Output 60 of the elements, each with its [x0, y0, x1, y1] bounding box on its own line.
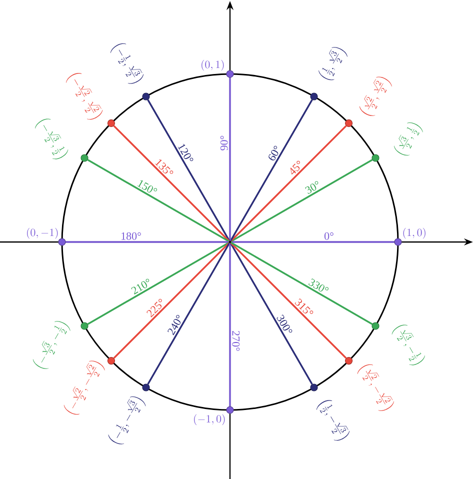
angle-label: 45° — [290, 160, 300, 175]
point-marker — [372, 154, 380, 162]
point-marker — [345, 119, 353, 127]
angle-label: 60° — [268, 146, 278, 160]
point-marker — [58, 238, 66, 246]
point-marker — [107, 357, 115, 365]
point-marker — [372, 322, 380, 330]
angle-label: 300° — [276, 314, 292, 333]
point-marker — [394, 238, 402, 246]
coordinate-label: $(-1,0)$ — [194, 414, 225, 426]
angle-label: 135° — [154, 159, 174, 174]
point-marker — [107, 119, 115, 127]
coordinate-label: $\left(-\frac{\sqrt{3}}{2},\frac{1}{2}\right)$ — [35, 118, 68, 160]
radius-line — [230, 242, 313, 385]
point-marker — [80, 322, 88, 330]
angle-label: 330° — [308, 278, 329, 292]
angle-label: 315° — [294, 298, 314, 314]
point-marker — [345, 357, 353, 365]
angle-label: 120° — [178, 144, 194, 162]
radius-line — [230, 99, 313, 242]
radius-line — [230, 242, 373, 325]
angle-label: 150° — [137, 180, 158, 193]
radius-line — [229, 78, 231, 241]
radius-line — [231, 241, 394, 243]
radius-line — [230, 242, 347, 359]
coordinate-label: $\left(-\frac{\sqrt{2}}{2},\frac{\sqrt{2}}{2}\right)$ — [66, 73, 103, 120]
radius-line — [230, 159, 373, 242]
coordinate-label: $(0,1)$ — [202, 60, 224, 71]
angle-label: 180° — [122, 232, 141, 240]
point-marker — [142, 92, 150, 100]
radius-line — [113, 125, 230, 242]
angle-label: 210° — [131, 278, 150, 294]
point-marker — [80, 154, 88, 162]
angle-label: 90° — [220, 136, 228, 150]
radius-line — [113, 242, 230, 359]
coordinate-label: $(1,0)$ — [403, 228, 426, 239]
point-marker — [226, 406, 234, 414]
coordinate-label: $\left(-\frac{1}{2},\frac{\sqrt{3}}{2}\right)$ — [110, 43, 144, 84]
radius-line — [147, 242, 230, 385]
point-marker — [310, 384, 318, 392]
coordinate-label: $\left(\frac{\sqrt{3}}{2},\frac{1}{2}\right)$ — [394, 122, 423, 156]
coordinate-label: $(0,-1)$ — [27, 228, 58, 239]
angle-label: 30° — [305, 181, 318, 194]
radius-line — [229, 243, 231, 406]
coordinate-label: $\left(\frac{\sqrt{3}}{2},-\frac{1}{2}\right)$ — [392, 324, 425, 366]
radius-line — [87, 159, 230, 242]
coordinate-label: $\left(\frac{1}{2},-\frac{\sqrt{3}}{2}\right)$ — [316, 400, 350, 441]
radius-line — [87, 242, 230, 325]
point-marker — [310, 92, 318, 100]
angle-label: 270° — [232, 331, 240, 351]
radius-line — [66, 241, 229, 243]
angle-label: 0° — [324, 232, 334, 240]
radius-line — [147, 99, 230, 242]
coordinate-label: $\left(-\frac{1}{2},-\frac{\sqrt{3}}{2}\right)$ — [108, 396, 146, 444]
coordinate-label: $\left(\frac{1}{2},\frac{\sqrt{3}}{2}\right)$ — [318, 47, 348, 80]
point-marker — [142, 384, 150, 392]
radius-line — [230, 125, 347, 242]
point-marker — [226, 70, 234, 78]
coordinate-label: $\left(\frac{\sqrt{2}}{2},-\frac{\sqrt{2}}{2}\right)$ — [357, 364, 394, 411]
coordinate-label: $\left(\frac{\sqrt{2}}{2},\frac{\sqrt{2}}{2}\right)$ — [359, 76, 392, 116]
